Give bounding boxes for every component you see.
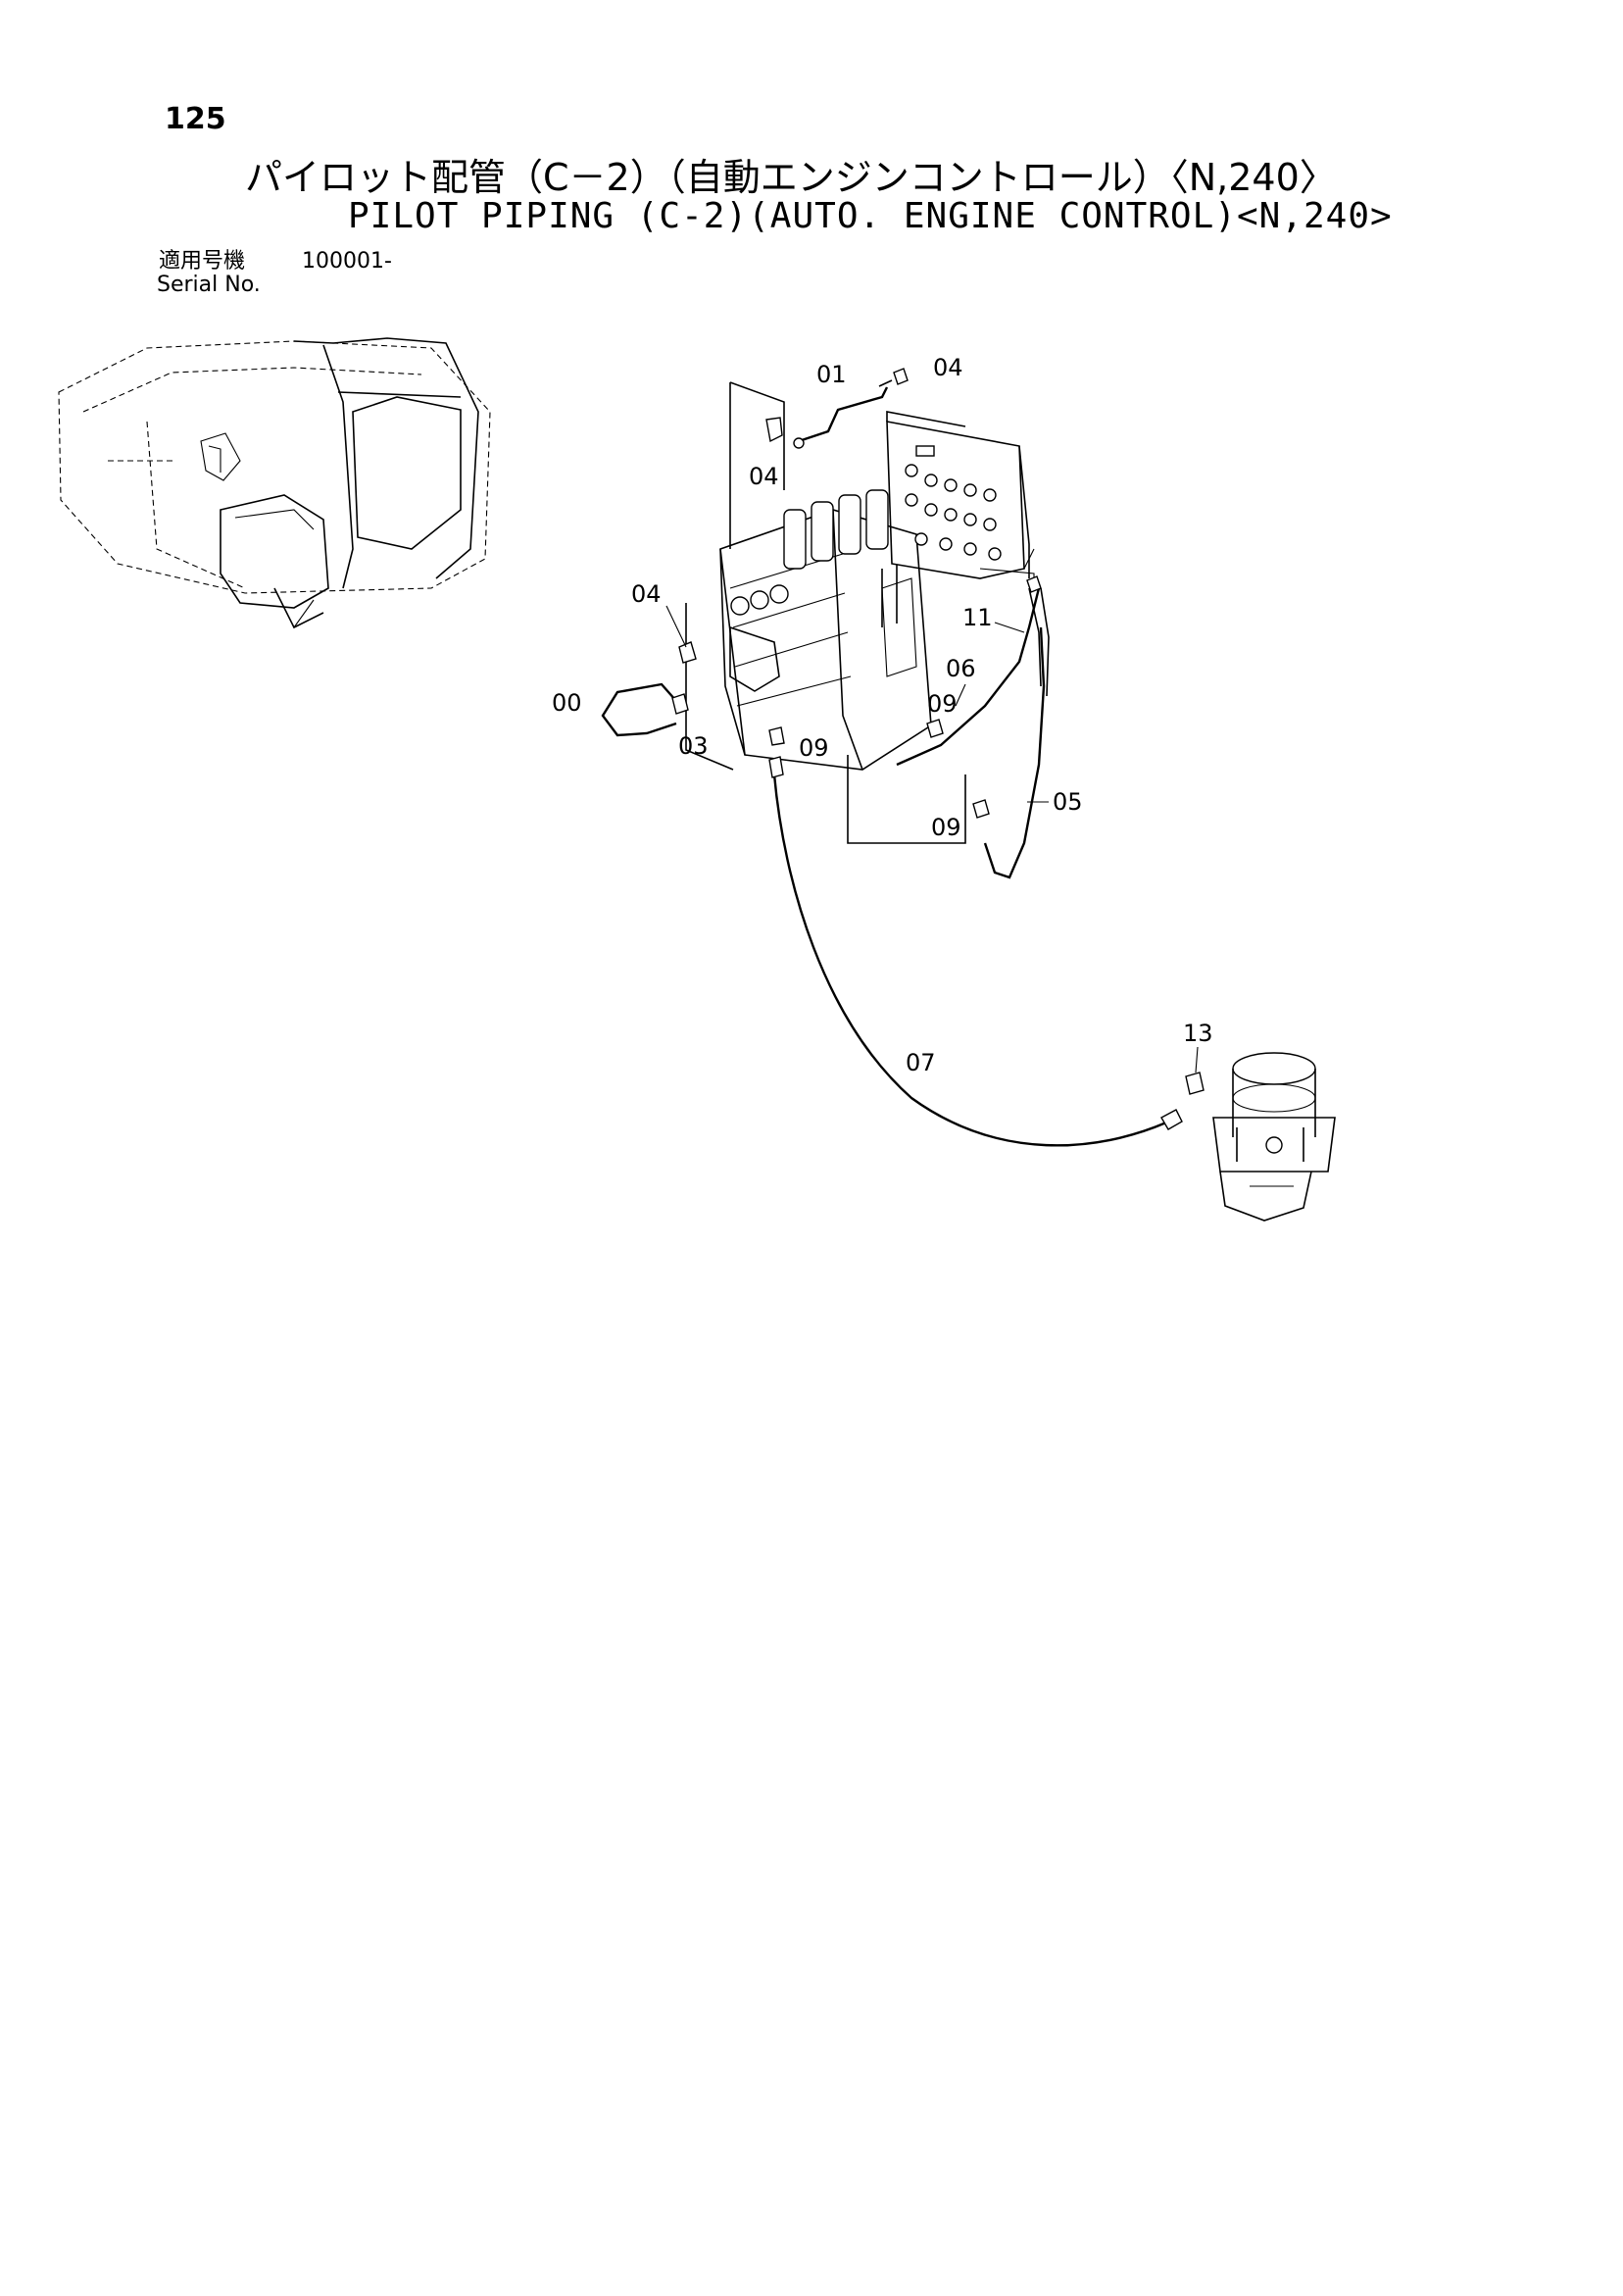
pilot-manifold-block: [886, 411, 1035, 583]
pipe-00: [601, 682, 677, 737]
leader-13: [1195, 1046, 1199, 1073]
page-number: 125: [165, 102, 226, 136]
callout-09-right-a: 09: [927, 690, 958, 718]
pipe-01: [793, 379, 893, 449]
fitting-03: [671, 693, 689, 715]
machine-overview-drawing: [58, 337, 491, 629]
callout-09-lower: 09: [799, 734, 829, 762]
callout-00: 00: [552, 689, 582, 717]
callout-04-top: 04: [933, 354, 963, 381]
callout-11: 11: [962, 604, 993, 631]
valve-spools: [783, 489, 889, 570]
page-title-japanese: パイロット配管（C－2）（自動エンジンコントロール）〈N,240〉: [245, 156, 1337, 199]
callout-03: 03: [678, 732, 709, 760]
control-valve-assembly: [719, 489, 932, 771]
hose-07: [768, 756, 1183, 1147]
leader-11: [994, 622, 1025, 633]
leader-04-left: [665, 605, 687, 648]
serial-block: 適用号機 100001- Serial No.: [157, 250, 392, 297]
serial-row: 適用号機 100001-: [159, 250, 392, 274]
callout-07: 07: [906, 1049, 936, 1076]
fitting-04-left: [678, 641, 697, 664]
fitting-09-right-b: [972, 799, 990, 819]
serial-label-japanese: 適用号機: [159, 249, 246, 274]
callout-04-left: 04: [631, 580, 662, 608]
callout-05: 05: [1053, 788, 1083, 816]
fitting-09-lower: [768, 726, 785, 746]
bracket-outline-upper: [729, 381, 785, 549]
manifold-fittings: [905, 464, 1002, 561]
fitting-09-right-a: [926, 719, 944, 738]
hose-05: [983, 626, 1046, 879]
callout-13: 13: [1183, 1020, 1213, 1047]
fitting-13: [1185, 1072, 1205, 1095]
fitting-04-top: [893, 368, 909, 385]
callout-04-mid: 04: [749, 463, 779, 490]
cable-11: [1026, 575, 1050, 697]
serial-label-english: Serial No.: [157, 273, 261, 297]
page-title-english: PILOT PIPING (C-2)(AUTO. ENGINE CONTROL)…: [348, 196, 1393, 236]
leader-06: [955, 683, 966, 707]
fitting-04-mid: [765, 417, 783, 443]
hose-06: [896, 587, 1041, 767]
callout-01: 01: [816, 361, 847, 388]
serial-value: 100001-: [302, 249, 392, 274]
swing-motor-assembly: [1212, 1052, 1336, 1222]
callout-09-right-b: 09: [931, 814, 961, 841]
bracket-outline-lower: [847, 755, 966, 844]
callout-06: 06: [946, 655, 976, 682]
